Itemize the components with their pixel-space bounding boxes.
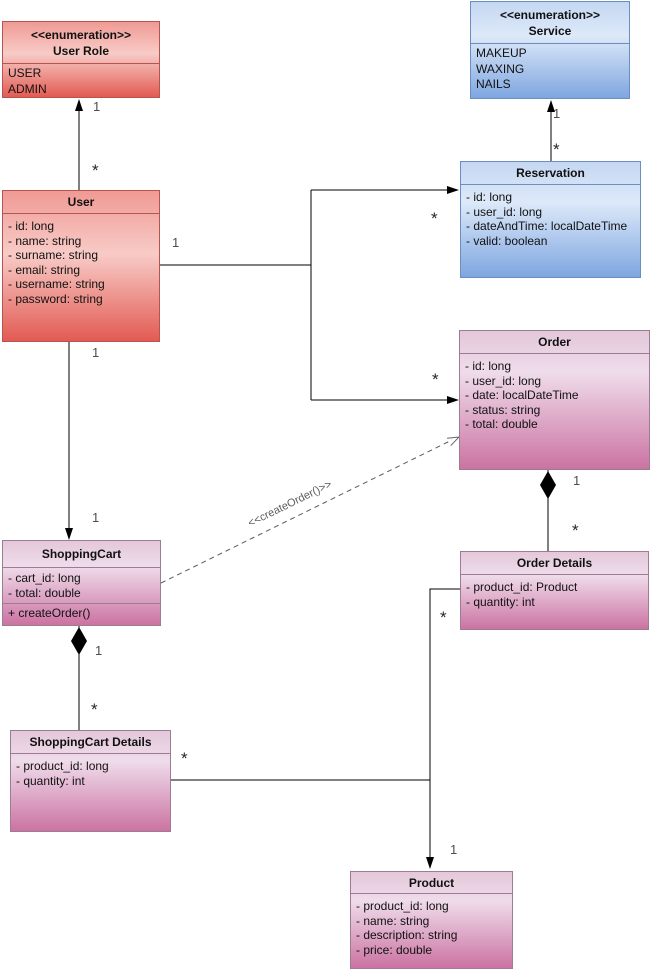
attribute-row: - quantity: int bbox=[16, 773, 85, 788]
enum-literal: ADMIN bbox=[8, 81, 47, 96]
enum-user-role-header: <<enumeration>> User Role bbox=[3, 22, 159, 64]
class-shoppingcart-details-attributes: - product_id: long- quantity: int bbox=[11, 754, 170, 788]
attribute-row: - product_id: long bbox=[16, 759, 109, 773]
class-order-details-header: Order Details bbox=[461, 552, 648, 575]
attribute-row: - id: long bbox=[465, 359, 512, 373]
class-order-details-attributes: - product_id: Product- quantity: int bbox=[461, 575, 648, 609]
class-user-header: User bbox=[3, 191, 159, 214]
attribute-row: - valid: boolean bbox=[466, 233, 548, 248]
class-order-details[interactable]: Order Details - product_id: Product- qua… bbox=[460, 551, 649, 630]
class-title: Order Details bbox=[516, 556, 593, 570]
multiplicity-label: * bbox=[431, 209, 438, 228]
attribute-row: - surname: string bbox=[8, 248, 99, 263]
class-product-attributes: - product_id: long- name: string- descri… bbox=[351, 894, 512, 957]
arrowhead-order bbox=[447, 396, 459, 404]
class-title: Reservation bbox=[516, 166, 585, 180]
attribute-row: - username: string bbox=[8, 277, 105, 292]
class-title: ShoppingCart bbox=[41, 547, 122, 561]
arrowhead-shoppingcart bbox=[65, 528, 73, 540]
attribute-row: - password: string bbox=[8, 291, 103, 306]
stereotype-label: <<enumeration>> bbox=[30, 27, 132, 42]
attribute-row: - description: string bbox=[356, 928, 458, 943]
enum-literal: WAXING bbox=[476, 61, 525, 76]
attribute-row: - price: double bbox=[356, 942, 433, 957]
class-shoppingcart-details[interactable]: ShoppingCart Details - product_id: long-… bbox=[10, 730, 171, 832]
class-shoppingcart-operations: + createOrder() bbox=[3, 603, 160, 621]
attribute-row: - status: string bbox=[465, 402, 541, 417]
stereotype-label: <<enumeration>> bbox=[499, 7, 601, 22]
class-shoppingcart-details-header: ShoppingCart Details bbox=[11, 731, 170, 754]
multiplicity-label: 1 bbox=[92, 345, 100, 360]
class-order[interactable]: Order - id: long- user_id: long- date: l… bbox=[459, 330, 650, 470]
class-product[interactable]: Product - product_id: long- name: string… bbox=[350, 871, 513, 969]
attribute-row: - cart_id: long bbox=[8, 571, 81, 585]
class-title: User Role bbox=[52, 43, 110, 58]
class-title: Order bbox=[538, 335, 571, 349]
class-title: ShoppingCart Details bbox=[29, 735, 152, 749]
class-title: Product bbox=[408, 875, 455, 890]
multiplicity-label: * bbox=[553, 140, 560, 159]
enum-literal: USER bbox=[8, 66, 42, 80]
multiplicity-label: 1 bbox=[553, 106, 561, 121]
class-user-attributes: - id: long- name: string- surname: strin… bbox=[3, 214, 159, 307]
arrowhead-userrole bbox=[75, 99, 83, 111]
multiplicity-label: 1 bbox=[573, 473, 581, 488]
createorder-edge-label: <<createOrder()>> bbox=[246, 478, 334, 530]
attribute-row: - id: long bbox=[466, 190, 513, 204]
attribute-row: - quantity: int bbox=[466, 594, 535, 609]
multiplicity-label: 1 bbox=[95, 643, 103, 658]
multiplicity-label: 1 bbox=[172, 235, 180, 250]
multiplicity-label: * bbox=[440, 608, 447, 627]
class-reservation-header: Reservation bbox=[461, 162, 640, 185]
class-order-attributes: - id: long- user_id: long- date: localDa… bbox=[460, 354, 649, 432]
class-reservation-attributes: - id: long- user_id: long- dateAndTime: … bbox=[461, 185, 640, 248]
multiplicity-label: 1 bbox=[92, 510, 100, 525]
composition-diamond-cart bbox=[71, 627, 87, 655]
operation-row: + createOrder() bbox=[8, 606, 91, 620]
multiplicity-label: * bbox=[92, 161, 99, 180]
multiplicity-label: * bbox=[91, 700, 98, 719]
attribute-row: - total: double bbox=[465, 417, 538, 432]
attribute-row: - user_id: long bbox=[465, 373, 542, 388]
attribute-row: - product_id: long bbox=[356, 899, 449, 913]
multiplicity-label: * bbox=[572, 521, 579, 540]
multiplicity-label: * bbox=[432, 370, 439, 389]
class-shoppingcart-header: ShoppingCart bbox=[3, 541, 160, 568]
multiplicity-label: * bbox=[181, 749, 188, 768]
class-order-header: Order bbox=[460, 331, 649, 354]
attribute-row: - user_id: long bbox=[466, 204, 543, 219]
class-title: Service bbox=[528, 23, 572, 38]
class-user[interactable]: User - id: long- name: string- surname: … bbox=[2, 190, 160, 342]
attribute-row: - name: string bbox=[356, 913, 430, 928]
class-product-header: Product bbox=[351, 872, 512, 894]
class-title: User bbox=[67, 195, 95, 209]
class-shoppingcart-attributes: - cart_id: long- total: double bbox=[3, 568, 160, 603]
enum-service-header: <<enumeration>> Service bbox=[471, 2, 629, 44]
arrowhead-product bbox=[426, 857, 434, 869]
attribute-row: - date: localDateTime bbox=[465, 388, 579, 403]
composition-diamond-order bbox=[540, 471, 556, 499]
class-shoppingcart[interactable]: ShoppingCart - cart_id: long- total: dou… bbox=[2, 540, 161, 626]
enum-literal: NAILS bbox=[476, 77, 511, 91]
attribute-row: - product_id: Product bbox=[466, 580, 578, 594]
edge-orderdetails-product bbox=[429, 588, 460, 858]
attribute-row: - dateAndTime: localDateTime bbox=[466, 219, 628, 234]
enum-literal: MAKEUP bbox=[476, 46, 527, 60]
attribute-row: - name: string bbox=[8, 233, 82, 248]
edge-createorder-dependency bbox=[160, 439, 453, 584]
open-arrowhead-createorder bbox=[447, 436, 461, 447]
class-reservation[interactable]: Reservation - id: long- user_id: long- d… bbox=[460, 161, 641, 278]
attribute-row: - id: long bbox=[8, 219, 55, 233]
multiplicity-label: 1 bbox=[450, 842, 458, 857]
arrowhead-reservation bbox=[447, 186, 459, 194]
multiplicity-label: 1 bbox=[93, 99, 101, 114]
attribute-row: - email: string bbox=[8, 262, 81, 277]
attribute-row: - total: double bbox=[8, 585, 81, 600]
